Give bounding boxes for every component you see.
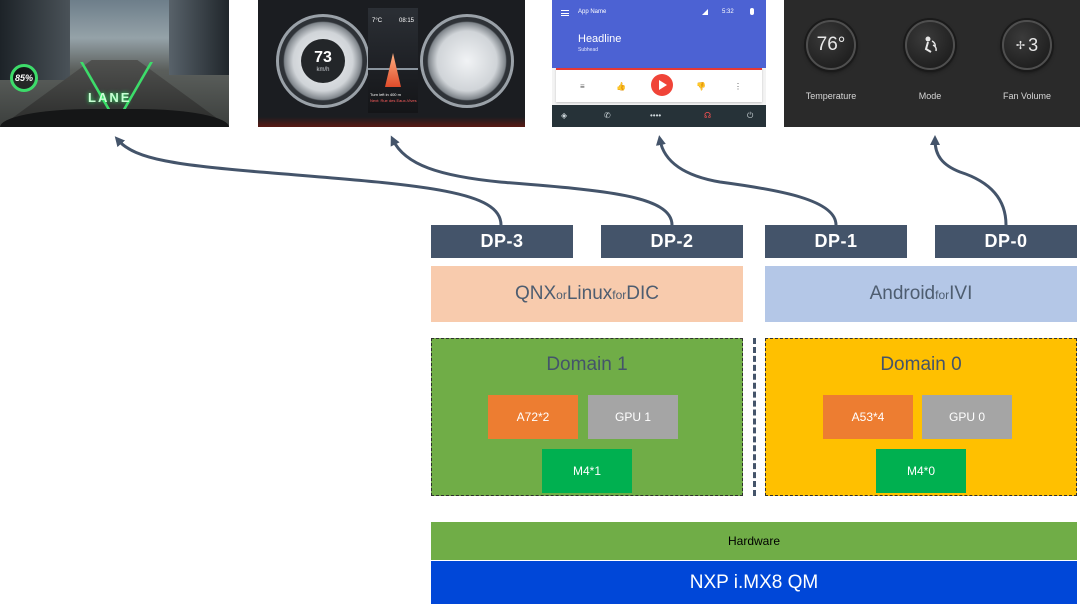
- tachometer-dial: [420, 14, 514, 108]
- temperature-label: Temperature: [805, 91, 857, 101]
- dp-0-label: DP-0: [935, 225, 1077, 258]
- building-left: [0, 0, 70, 80]
- os-dic: DIC: [626, 283, 660, 304]
- dp-2-label: DP-2: [601, 225, 743, 258]
- cluster-glow: [258, 117, 525, 127]
- headline: Headline: [578, 33, 622, 45]
- dashboard: [0, 109, 229, 127]
- more-icon: ⋮: [734, 82, 742, 91]
- nav-maps-icon: ◈: [561, 111, 568, 120]
- speed-readout: 73 km/h: [301, 39, 345, 83]
- fan-volume-value: 3: [1028, 34, 1039, 55]
- thumb-up-icon: 👍: [616, 82, 626, 91]
- domain-0-cpu: A53*4: [823, 395, 913, 439]
- fan-icon: ✢: [1015, 39, 1026, 52]
- android-navbar: ◈ ✆ •••• ☊ ⏻: [552, 105, 766, 127]
- subhead: Subhead: [578, 47, 599, 53]
- queue-icon: ≡: [580, 82, 585, 91]
- hvac-screenshot: 76° ✢ 3 Temperature Mode Fan Volume: [784, 0, 1080, 127]
- speedometer-dial: 73 km/h: [276, 14, 370, 108]
- arrow-dp3-to-hud: [114, 136, 503, 226]
- os-or: or: [556, 288, 567, 302]
- os-qnx: QNX: [514, 283, 557, 304]
- thumb-down-icon: 👎: [696, 82, 706, 91]
- building-right: [169, 0, 229, 75]
- domain-1-mcu: M4*1: [542, 449, 632, 493]
- signal-icon: [702, 9, 708, 15]
- dic-os-box: QNX or Linux for DIC: [431, 266, 743, 322]
- os-android: Android: [869, 283, 936, 304]
- fan-volume-knob: ✢ 3: [1002, 20, 1052, 70]
- speed-unit: km/h: [316, 67, 330, 73]
- domain-0-title: Domain 0: [880, 354, 962, 375]
- os-ivi: IVI: [949, 283, 973, 304]
- domain-1-box: Domain 1 A72*2 GPU 1 M4*1: [431, 338, 743, 496]
- mic-icon: [750, 8, 754, 15]
- nav-power-icon: ⏻: [747, 111, 754, 120]
- speed-value: 73: [314, 49, 332, 66]
- cluster-center-panel: 7°C 08:15 Turn left in 400 m Next: Rue d…: [368, 8, 418, 113]
- temperature-knob: 76°: [806, 20, 856, 70]
- mode-label: Mode: [918, 91, 942, 101]
- nav-instruction: Turn left in 400 m: [370, 92, 401, 97]
- play-button-icon: [651, 74, 673, 96]
- cluster-screenshot: 73 km/h 7°C 08:15 Turn left in 400 m Nex…: [258, 0, 525, 127]
- os-for-ivi: for: [935, 288, 950, 302]
- arrow-dp1-to-android: [655, 135, 838, 226]
- nav-next: Next: Rue des Eaux-Vives: [370, 98, 417, 103]
- airflow-mode-icon: [924, 36, 937, 53]
- dp-3-label: DP-3: [431, 225, 573, 258]
- hud-screenshot: LANE 85%: [0, 0, 229, 127]
- domain-separator: [753, 338, 756, 496]
- status-clock: 5:32: [722, 9, 734, 15]
- battery-gauge: 85%: [10, 64, 38, 92]
- media-card: ≡ 👍 👎 ⋮: [556, 68, 762, 102]
- arrow-dp0-to-hvac: [930, 135, 1008, 226]
- fan-volume-label: Fan Volume: [1002, 91, 1052, 101]
- app-name: App Name: [578, 9, 607, 15]
- domain-0-box: Domain 0 A53*4 GPU 0 M4*0: [765, 338, 1077, 496]
- os-linux: Linux: [566, 283, 613, 304]
- android-auto-screenshot: App Name 5:32 Headline Subhead ≡ 👍 👎 ⋮ ◈…: [552, 0, 766, 127]
- domain-1-cpu: A72*2: [488, 395, 578, 439]
- mode-knob: [905, 20, 955, 70]
- domain-0-mcu: M4*0: [876, 449, 966, 493]
- menu-icon: [561, 10, 569, 16]
- soc-layer: NXP i.MX8 QM: [431, 561, 1077, 604]
- domain-1-gpu: GPU 1: [588, 395, 678, 439]
- lane-text: LANE: [88, 90, 132, 105]
- nav-phone-icon: ✆: [604, 111, 611, 120]
- nav-audio-icon: ☊: [704, 111, 712, 120]
- os-for-dic: for: [612, 288, 627, 302]
- cluster-time: 08:15: [398, 18, 414, 24]
- arrow-dp2-to-cluster: [390, 135, 674, 226]
- cluster-temp: 7°C: [372, 18, 383, 24]
- ivi-os-box: Android for IVI: [765, 266, 1077, 322]
- nav-arrow-icon: [385, 53, 401, 87]
- domain-1-title: Domain 1: [546, 354, 628, 375]
- domain-0-gpu: GPU 0: [922, 395, 1012, 439]
- hardware-layer: Hardware: [431, 522, 1077, 560]
- nav-home-icon: ••••: [650, 111, 662, 120]
- dp-1-label: DP-1: [765, 225, 907, 258]
- app-bar: [552, 0, 766, 68]
